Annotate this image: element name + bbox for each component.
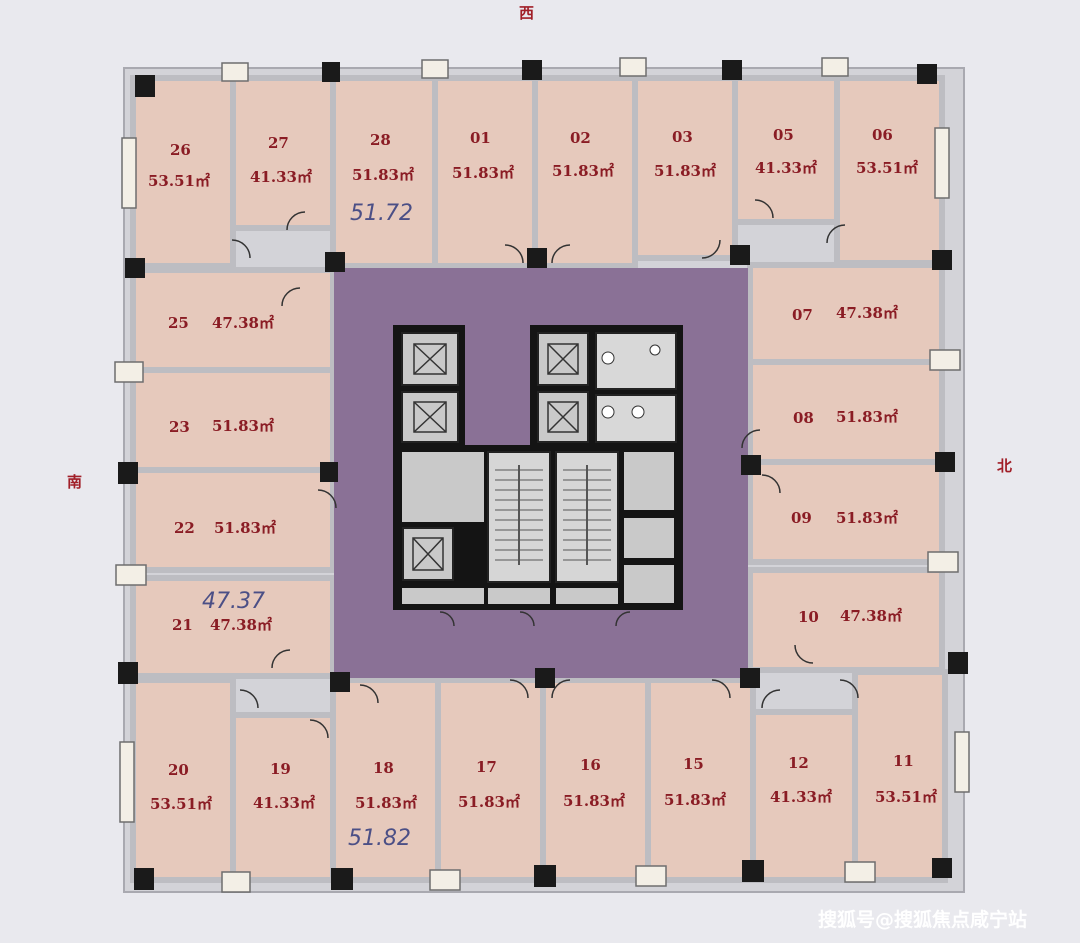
unit-area: 47.38㎡ [210,616,272,634]
service-room [624,518,674,558]
unit-02-room [532,75,638,269]
unit-area: 47.38㎡ [212,314,274,332]
unit-28-room [330,75,438,269]
units-layer [130,75,948,883]
unit-number: 09 [791,509,812,527]
service-room [402,588,484,604]
unit-area: 51.83㎡ [836,408,898,426]
core-notch [465,325,530,445]
unit-area: 51.83㎡ [552,162,614,180]
unit-number: 15 [683,755,704,773]
unit-19-room [230,712,336,883]
handwritten-note: 51.72 [350,201,413,226]
unit-01-room [432,75,538,269]
unit-number: 12 [788,754,809,772]
handwritten-note: 51.82 [348,826,411,851]
unit-area: 47.38㎡ [836,304,898,322]
unit-number: 05 [773,126,794,144]
direction-south: 南 [67,473,82,491]
unit-number: 17 [476,758,497,776]
unit-area: 51.83㎡ [563,792,625,810]
unit-area: 51.83㎡ [212,417,274,435]
unit-number: 23 [169,418,190,436]
elevator-marks [412,343,579,571]
columns [118,60,968,890]
unit-area: 41.33㎡ [755,159,817,177]
unit-area: 51.83㎡ [355,794,417,812]
service-room [624,565,674,603]
unit-area: 41.33㎡ [770,788,832,806]
unit-22-room [130,467,336,573]
unit-number: 07 [792,306,813,324]
unit-26-room [130,75,236,269]
unit-16-room [540,677,651,883]
unit-09-room [747,459,945,565]
service-room [624,452,674,510]
toilet-icon [601,351,615,365]
unit-labels: 26 53.51㎡ 27 41.33㎡ 28 51.83㎡ 01 51.83㎡ … [148,126,937,813]
unit-area: 51.83㎡ [654,162,716,180]
unit-17-room [435,677,546,883]
unit-15-room [645,677,756,883]
unit-area: 53.51㎡ [875,788,937,806]
unit-27-room [230,75,336,231]
unit-area: 53.51㎡ [150,795,212,813]
unit-07-room [747,262,945,365]
unit-number: 11 [893,752,914,770]
lobby [402,452,484,522]
unit-area: 53.51㎡ [856,159,918,177]
unit-number: 27 [268,134,289,152]
direction-west: 西 [519,4,534,22]
restroom-2 [595,394,677,443]
unit-area: 47.38㎡ [840,607,902,625]
toilet-icon [601,405,615,419]
unit-area: 53.51㎡ [148,172,210,190]
unit-08-room [747,359,945,465]
core [393,325,683,610]
unit-20-room [130,677,236,883]
service-room [556,588,618,604]
handwritten-note: 47.37 [202,589,265,614]
watermark: 搜狐号@搜狐焦点咸宁站 [818,908,1027,931]
toilet-icon [631,405,645,419]
unit-number: 01 [470,129,491,147]
unit-number: 20 [168,761,189,779]
unit-number: 03 [672,128,693,146]
unit-area: 51.83㎡ [214,519,276,537]
unit-10-room [747,567,945,673]
unit-21-room [130,575,336,679]
unit-area: 41.33㎡ [253,794,315,812]
stair-treads [495,465,611,565]
unit-number: 10 [798,608,819,626]
unit-11-room [852,669,948,883]
unit-area: 51.83㎡ [836,509,898,527]
unit-area: 51.83㎡ [452,164,514,182]
unit-number: 18 [373,759,394,777]
unit-number: 08 [793,409,814,427]
unit-number: 02 [570,129,591,147]
sink-icon [649,344,661,356]
unit-number: 28 [370,131,391,149]
unit-number: 26 [170,141,191,159]
unit-25-room [130,267,336,373]
unit-area: 51.83㎡ [352,166,414,184]
unit-number: 21 [172,616,193,634]
windows [114,57,970,893]
unit-05-room [732,75,840,225]
direction-north: 北 [997,457,1012,475]
unit-number: 22 [174,519,195,537]
unit-number: 19 [270,760,291,778]
unit-number: 06 [872,126,893,144]
doors [231,199,859,739]
unit-area: 51.83㎡ [458,793,520,811]
service-room [488,588,550,604]
unit-area: 41.33㎡ [250,168,312,186]
unit-number: 25 [168,314,189,332]
unit-area: 51.83㎡ [664,791,726,809]
unit-number: 16 [580,756,601,774]
